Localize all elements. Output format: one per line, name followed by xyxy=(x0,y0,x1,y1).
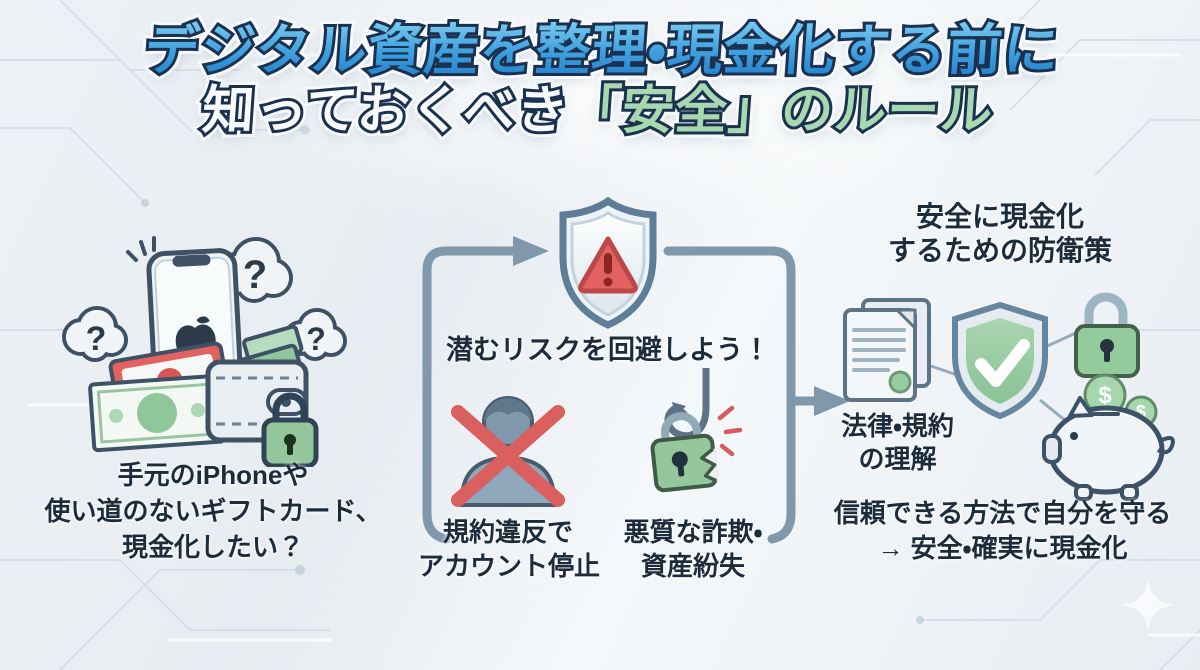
law-caption: 法律・規約 の理解 xyxy=(841,411,954,475)
question-bubble-icon: ? xyxy=(281,308,347,377)
wallet-icon xyxy=(205,324,309,443)
center-headline: 潜むリスクを回避しよう！ xyxy=(446,335,770,365)
right-illustration: $ $ xyxy=(843,292,1175,501)
svg-text:$: $ xyxy=(1098,382,1112,409)
svg-text:?: ? xyxy=(306,321,326,357)
flow-arrow-icon xyxy=(345,236,850,544)
red-x-icon xyxy=(451,405,565,507)
piggy-bank-icon xyxy=(1042,396,1175,501)
sparkle-icon xyxy=(1122,579,1174,631)
warning-triangle-icon xyxy=(578,236,638,294)
banknote-icon xyxy=(88,373,226,453)
phishing-hook-icon xyxy=(650,368,743,493)
question-bubble-icon: ? xyxy=(62,306,136,378)
svg-text:?: ? xyxy=(243,253,267,297)
warning-shield-icon xyxy=(559,197,657,329)
green-padlock-icon xyxy=(1074,292,1140,378)
sparkle-ticks-icon xyxy=(126,236,156,262)
check-shield-icon xyxy=(952,301,1048,420)
left-illustration: ? ? ? xyxy=(62,236,347,467)
svg-text:?: ? xyxy=(86,320,107,358)
right-footer: 信頼できる方法で自分を守る → 安全・確実に現金化 xyxy=(833,498,1172,564)
hook-icon xyxy=(664,368,710,440)
right-header: 安全に現金化 するための防衛策 xyxy=(887,201,1112,267)
risk-scam-caption: 悪質な詐欺・ 資産紛失 xyxy=(623,517,763,581)
document-icon xyxy=(843,298,931,402)
broken-padlock-icon xyxy=(650,412,719,493)
crack-marks-icon xyxy=(717,405,743,457)
padlock-icon xyxy=(261,392,319,467)
left-caption: 手元のiPhoneや 使い道のないギフトカード、 現金化したい？ xyxy=(44,460,382,562)
svg-text:$: $ xyxy=(1136,402,1146,422)
dollar-coin-icon: $ xyxy=(1083,373,1127,417)
banned-user-icon xyxy=(451,396,565,507)
risk-account-caption: 規約違反で アカウント停止 xyxy=(418,517,601,581)
